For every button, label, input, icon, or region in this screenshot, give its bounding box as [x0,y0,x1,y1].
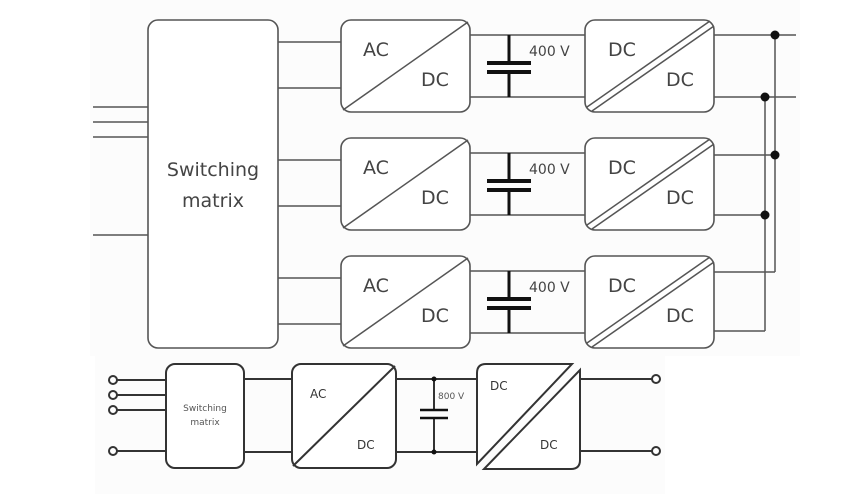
dcdc-converter [584,19,715,113]
acdc-diagonal [342,257,469,347]
switching-matrix-block [147,19,279,349]
input-terminal [108,446,118,456]
dcdc-diagonal [591,143,715,230]
junction-dot [431,376,437,382]
acdc-diagonal [292,365,396,467]
bottom-switching-matrix-label-line2: matrix [190,418,220,428]
junction-dot [760,92,770,102]
dcdc-in-label: DC [608,39,636,61]
switching-matrix-label-line1: Switching [167,159,259,181]
acdc-out-label: DC [421,187,449,209]
bottom-capacitor-voltage: 800 V [438,392,465,402]
dcdc-converter [584,255,715,349]
dcdc-out-label: DC [666,69,694,91]
dcdc-in-label: DC [608,275,636,297]
dcdc-converter [584,137,715,231]
dcdc-diagonal [586,256,711,344]
acdc-out-label: DC [421,305,449,327]
bottom-acdc-out-label: DC [357,438,375,452]
acdc-in-label: AC [363,157,389,179]
converter-row: AC DC 400 V DC DC [278,19,715,113]
input-terminal [108,375,118,385]
bottom-dcdc-out-label: DC [540,438,558,452]
bottom-dcdc-in-label: DC [490,379,508,393]
bottom-switching-matrix-label-line1: Switching [183,404,227,414]
input-terminal [108,405,118,415]
acdc-out-label: DC [421,69,449,91]
bottom-acdc-in-label: AC [310,387,326,401]
junction-dot [770,150,780,160]
converter-row: AC DC 400 V DC DC [278,255,715,349]
top-diagram: Switching matrix AC DC 400 V DC DC AC DC 400 V D… [93,19,796,349]
bottom-dcdc-converter-lower [481,367,581,470]
input-terminal [108,390,118,400]
converter-row: AC DC 400 V DC DC [278,137,715,231]
capacitor-voltage-label: 400 V [529,44,570,60]
junction-dot [770,30,780,40]
junction-dot [760,210,770,220]
dcdc-diagonal [591,25,715,112]
acdc-in-label: AC [363,39,389,61]
acdc-diagonal [342,21,469,111]
bottom-switching-matrix-block [165,363,245,469]
dcdc-out-label: DC [666,187,694,209]
output-terminal [651,446,661,456]
junction-dot [431,449,437,455]
dcdc-out-label: DC [666,305,694,327]
bottom-diagram: Switching matrix AC DC 800 V DC DC [108,363,661,470]
capacitor-voltage-label: 400 V [529,162,570,178]
acdc-in-label: AC [363,275,389,297]
acdc-diagonal [342,139,469,229]
dcdc-diagonal [586,138,711,226]
dcdc-diagonal [591,261,715,348]
dcdc-diagonal [586,20,711,108]
switching-matrix-label-line2: matrix [182,190,244,212]
output-terminal [651,374,661,384]
bottom-dcdc-converter-upper [476,363,575,467]
dcdc-in-label: DC [608,157,636,179]
capacitor-voltage-label: 400 V [529,280,570,296]
